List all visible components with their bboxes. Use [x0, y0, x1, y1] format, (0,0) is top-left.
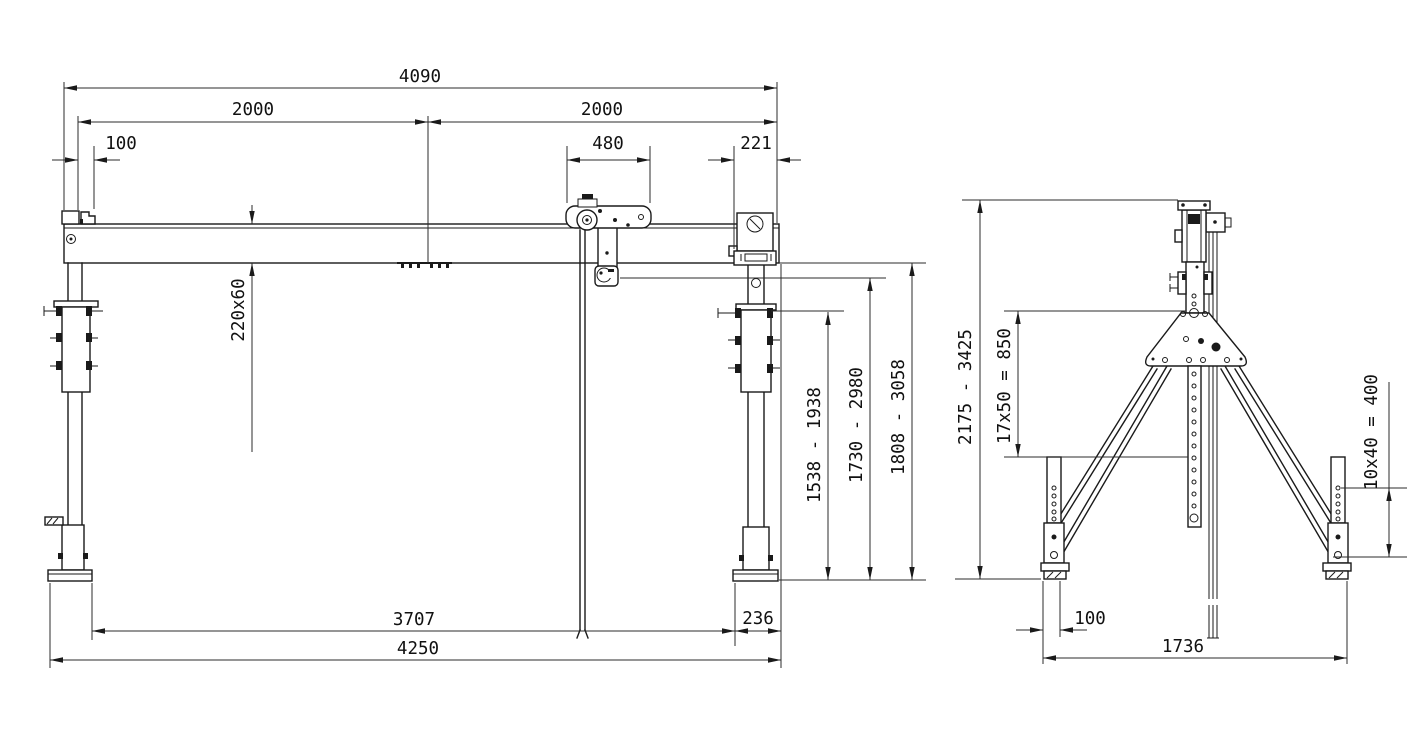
- trolley-hoist: [565, 194, 652, 639]
- mast-head: [1169, 200, 1232, 314]
- dim-top-overall: 4090: [399, 67, 441, 87]
- right-leg: [717, 212, 780, 582]
- dim-beam-section: 220x60: [229, 278, 249, 341]
- beam: [63, 223, 780, 268]
- gusset-plate: [1144, 308, 1248, 367]
- dim-end-offset: 100: [105, 134, 137, 154]
- dim-base-overall: 4250: [397, 639, 439, 659]
- dim-base-width: 1736: [1162, 637, 1204, 657]
- dim-height-range-2: 1730 - 2980: [847, 367, 867, 483]
- mast-hole-strip: [1187, 365, 1202, 528]
- side-right-stub: [1322, 456, 1352, 580]
- dim-height-range-1: 1538 - 1938: [805, 387, 825, 503]
- side-dimensions: 2175 - 3425 17x50 = 850 10x40 = 400 100 …: [956, 200, 1392, 661]
- side-view: 2175 - 3425 17x50 = 850 10x40 = 400 100 …: [955, 199, 1407, 664]
- front-dimensions: 4090 2000 2000 100 480 221 220x60 1538 -…: [50, 67, 915, 663]
- dim-span-left: 2000: [232, 100, 274, 120]
- dim-mast-hole-pattern: 17x50 = 850: [995, 328, 1015, 444]
- dim-foot-offset: 100: [1074, 609, 1106, 629]
- dim-height-range-3: 1808 - 3058: [889, 359, 909, 475]
- dim-height-range: 2175 - 3425: [956, 329, 976, 445]
- side-left-stub: [1040, 456, 1070, 580]
- front-view: 4090 2000 2000 100 480 221 220x60 1538 -…: [43, 67, 926, 668]
- dim-leg-hole-pattern: 10x40 = 400: [1362, 374, 1382, 490]
- dim-trolley-width: 480: [592, 134, 624, 154]
- dim-beam-overhang: 221: [740, 134, 772, 154]
- dim-span-right: 2000: [581, 100, 623, 120]
- a-frame-braces: [1053, 365, 1339, 556]
- left-leg: [43, 210, 103, 582]
- side-extension-lines: [955, 199, 1407, 664]
- dim-base-inner: 3707: [393, 610, 435, 630]
- front-extension-lines: [49, 82, 926, 668]
- dim-foot-width: 236: [742, 609, 774, 629]
